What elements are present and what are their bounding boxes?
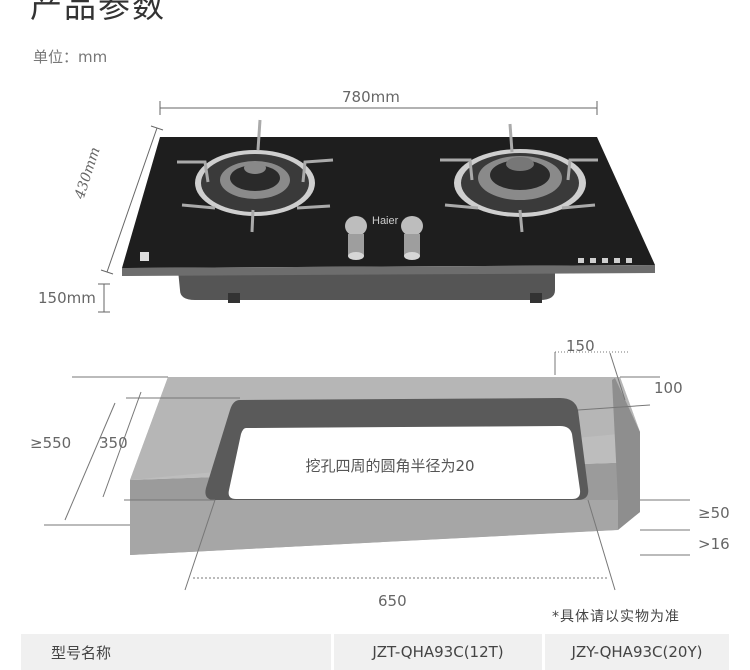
model-cell-1: JZT-QHA93C(12T) [334, 634, 542, 670]
indicator-icons [578, 258, 632, 263]
cut-top-label: 150 [566, 337, 595, 355]
width-dimension-label: 780mm [342, 88, 400, 106]
countertop-dimension-lines [44, 351, 690, 591]
cut-right-label: 100 [654, 379, 683, 397]
countertop [130, 377, 640, 555]
right-knob-icon[interactable] [401, 216, 423, 260]
width-dimension-line [159, 101, 598, 115]
cut-width-label: 650 [378, 592, 407, 610]
table-header-cell: 型号名称 [21, 634, 331, 670]
cut-depth-min-label: ≥550 [30, 434, 72, 452]
page-title: 产品参数 [30, 0, 167, 25]
height-dimension-label: 150mm [38, 289, 96, 307]
cut-depth-label: 350 [99, 434, 128, 452]
stove-body [178, 270, 555, 303]
spec-table: 型号名称 JZT-QHA93C(12T) JZY-QHA93C(20Y) [18, 634, 732, 670]
counter-margin-label: ≥50 [698, 504, 730, 522]
cutout-note: 挖孔四周的圆角半径为20 [305, 457, 475, 475]
height-dimension-line [98, 283, 110, 313]
left-knob-icon[interactable] [345, 216, 367, 260]
depth-dimension-line [100, 125, 164, 275]
brand-logo: Haier [372, 215, 399, 227]
child-lock-icon [140, 252, 149, 261]
unit-label: 单位：mm [33, 48, 108, 66]
model-cell-2: JZY-QHA93C(20Y) [545, 634, 729, 670]
left-burner-icon [177, 119, 334, 233]
table-row: 型号名称 JZT-QHA93C(12T) JZY-QHA93C(20Y) [21, 634, 729, 670]
footnote: *具体请以实物为准 [552, 609, 680, 625]
right-burner-icon [440, 123, 598, 233]
counter-thickness-label: >16 [698, 535, 730, 553]
